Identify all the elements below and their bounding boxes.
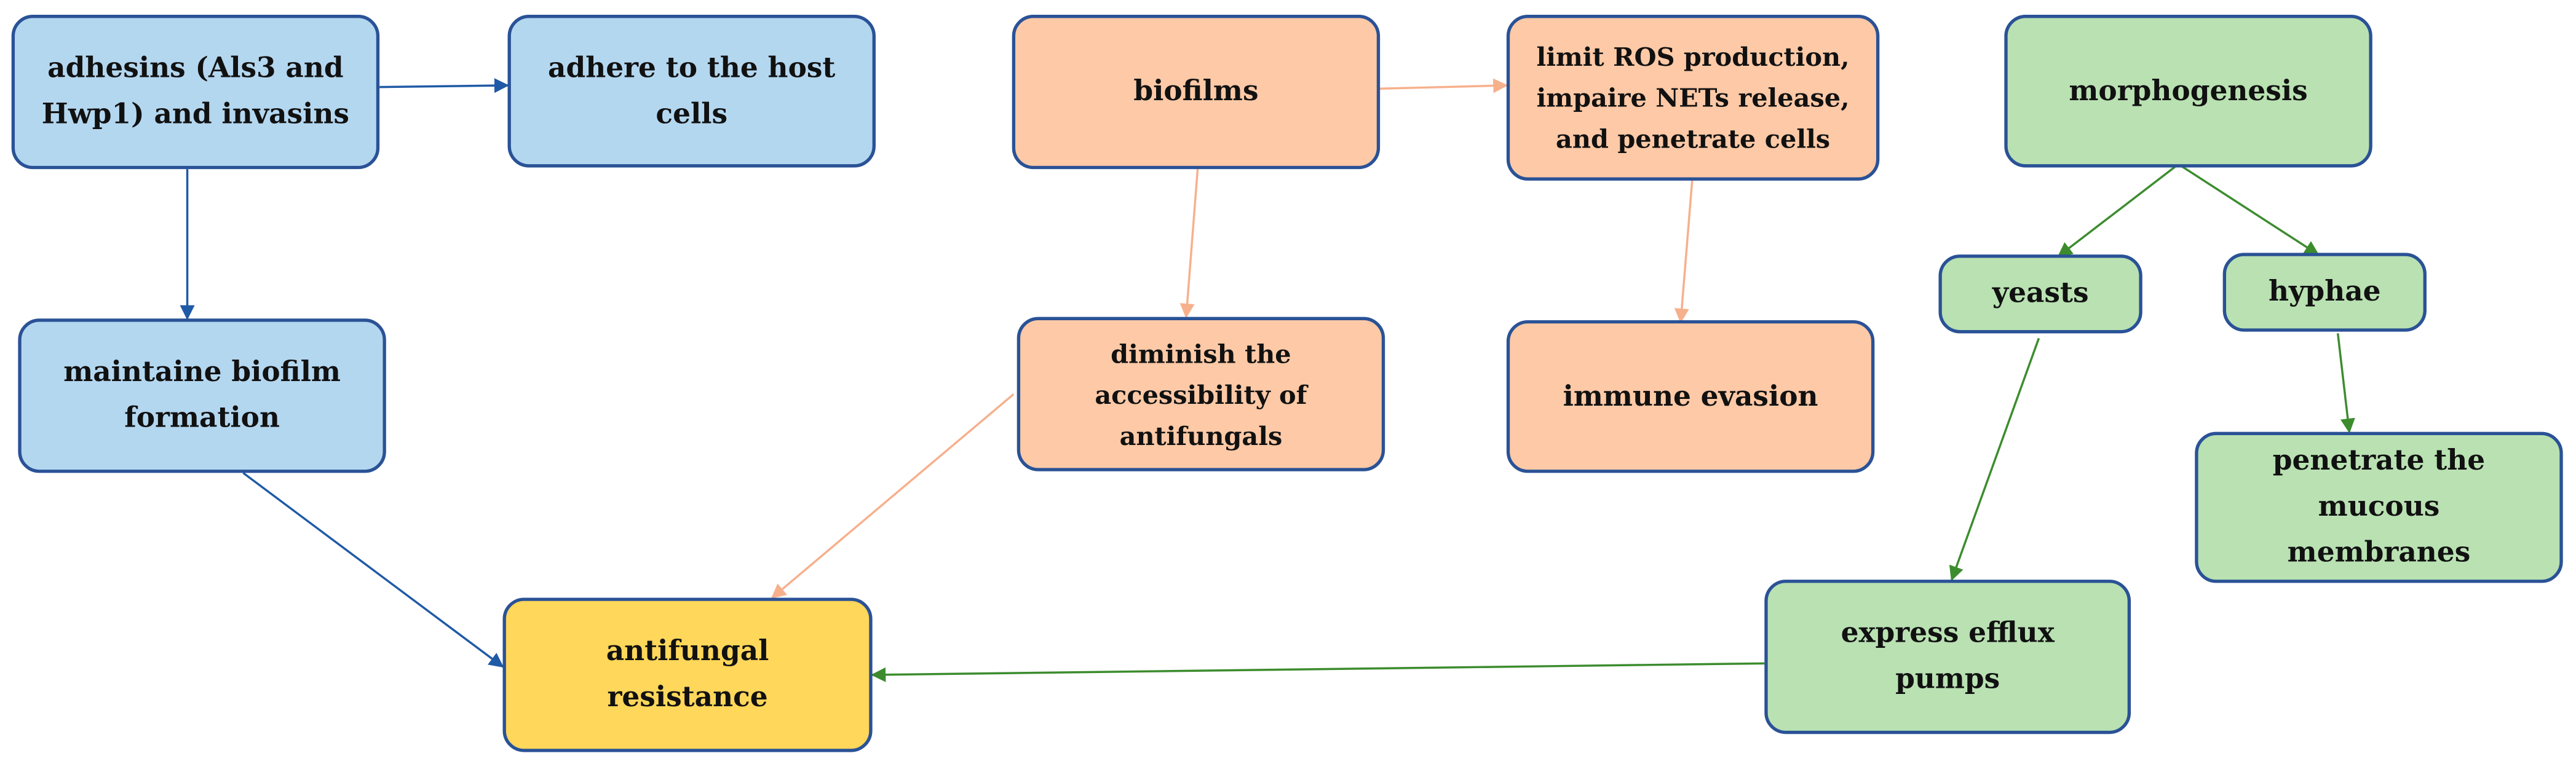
immune-evasion-node: immune evasion bbox=[1506, 320, 1875, 473]
arrow-biofilms-to-limit-ros bbox=[1380, 78, 1508, 93]
antifungal-resistance-node: antifungal resistance bbox=[502, 597, 873, 752]
antifungal-resistance-label: antifungal resistance bbox=[606, 635, 769, 715]
biofilms-label: biofilms bbox=[1133, 75, 1259, 109]
efflux-pumps-node: express efflux pumps bbox=[1764, 580, 2131, 734]
immune-evasion-label: immune evasion bbox=[1563, 380, 1818, 413]
diminish-access-label: diminish the accessibility of antifungal… bbox=[1095, 337, 1307, 451]
adhesins-label: adhesins (Als3 and Hwp1) and invasins bbox=[41, 52, 350, 132]
hyphae-node: hyphae bbox=[2222, 253, 2427, 332]
arrow-morphogenesis-to-yeasts bbox=[2057, 163, 2179, 258]
yeasts-label: yeasts bbox=[1992, 277, 2089, 310]
arrow-maintain-biofilm-to-antifungal-resistance bbox=[242, 472, 504, 668]
adhesins-node: adhesins (Als3 and Hwp1) and invasins bbox=[11, 15, 380, 170]
maintain-biofilm-label: maintaine biofilm formation bbox=[63, 356, 341, 435]
maintain-biofilm-node: maintaine biofilm formation bbox=[18, 318, 386, 473]
yeasts-node: yeasts bbox=[1938, 254, 2142, 334]
biofilms-node: biofilms bbox=[1012, 15, 1381, 170]
limit-ros-node: limit ROS production, impaire NETs relea… bbox=[1506, 15, 1880, 181]
adhere-host-node: adhere to the host cells bbox=[507, 15, 876, 168]
arrow-morphogenesis-to-hyphae bbox=[2178, 163, 2320, 256]
arrow-yeasts-to-efflux-pumps bbox=[1949, 337, 2040, 581]
limit-ros-label: limit ROS production, impaire NETs relea… bbox=[1536, 41, 1850, 155]
hyphae-label: hyphae bbox=[2269, 275, 2381, 309]
arrow-adhesins-to-adhere-host bbox=[379, 78, 509, 93]
arrow-efflux-pumps-to-antifungal-resistance bbox=[871, 662, 1765, 682]
diminish-access-node: diminish the accessibility of antifungal… bbox=[1017, 317, 1385, 471]
arrow-biofilms-to-diminish-access bbox=[1179, 169, 1199, 319]
adhere-host-label: adhere to the host cells bbox=[548, 52, 836, 131]
morphogenesis-node: morphogenesis bbox=[2004, 15, 2372, 168]
morphogenesis-label: morphogenesis bbox=[2069, 74, 2308, 108]
arrow-hyphae-to-penetrate-mucous bbox=[2336, 333, 2355, 434]
efflux-pumps-label: express efflux pumps bbox=[1841, 617, 2055, 696]
arrow-diminish-access-to-antifungal-resistance bbox=[771, 393, 1015, 599]
penetrate-mucous-node: penetrate the mucous membranes bbox=[2195, 431, 2563, 583]
penetrate-mucous-label: penetrate the mucous membranes bbox=[2272, 445, 2486, 570]
arrow-limit-ros-to-immune-evasion bbox=[1674, 180, 1694, 324]
